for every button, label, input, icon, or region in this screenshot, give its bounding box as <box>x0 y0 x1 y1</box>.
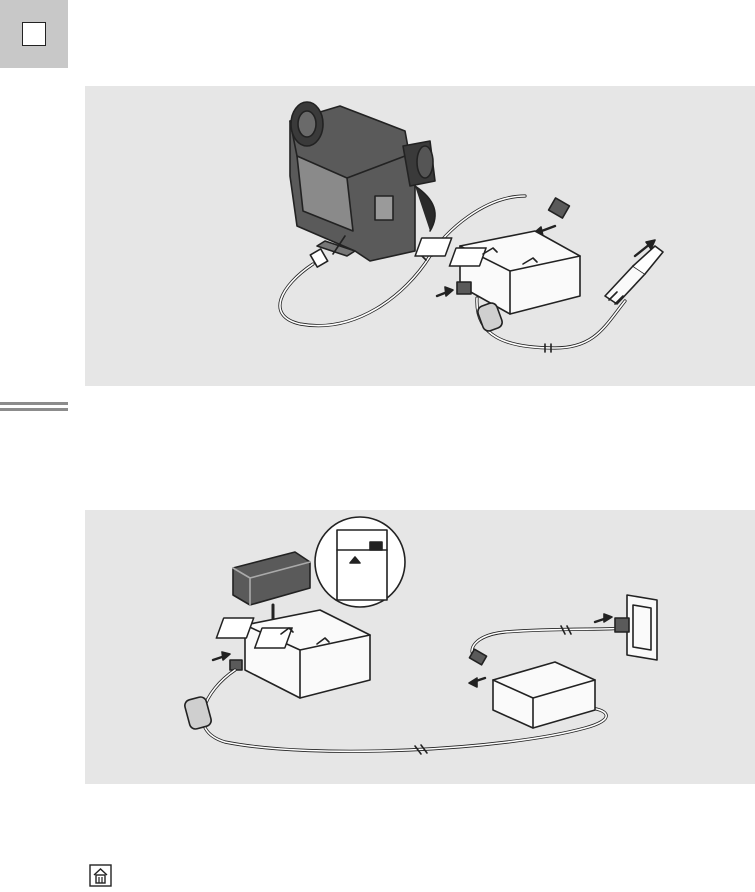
charger-wall-diagram <box>85 510 755 784</box>
illustration-camcorder-car-charging <box>85 86 755 386</box>
section-tab <box>0 0 68 68</box>
section-marker-box <box>22 22 46 46</box>
camcorder-car-diagram <box>85 86 755 386</box>
section-divider-top <box>0 402 68 405</box>
section-divider-bottom <box>0 408 68 411</box>
illustration-charger-wall-outlet <box>85 510 755 784</box>
home-index-icon[interactable] <box>89 864 112 887</box>
